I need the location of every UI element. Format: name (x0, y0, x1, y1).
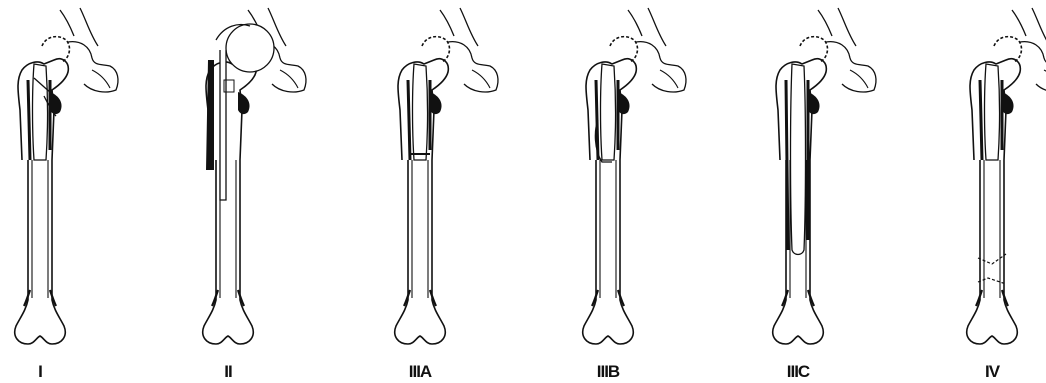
panel-label-iiib: IIIB (578, 362, 638, 382)
panel-label-i: I (10, 362, 70, 382)
femur-panel-iiic (773, 8, 876, 344)
panel-label-iiic: IIIC (768, 362, 828, 382)
panel-label-iiia: IIIA (390, 362, 450, 382)
femur-panel-iv (967, 8, 1046, 344)
femur-panel-iiia (395, 8, 498, 344)
panel-label-iv: IV (962, 362, 1022, 382)
femur-panel-iiib (583, 8, 686, 344)
femur-panel-i (15, 8, 118, 344)
femur-panel-ii (203, 8, 306, 344)
panel-label-ii: II (198, 362, 258, 382)
